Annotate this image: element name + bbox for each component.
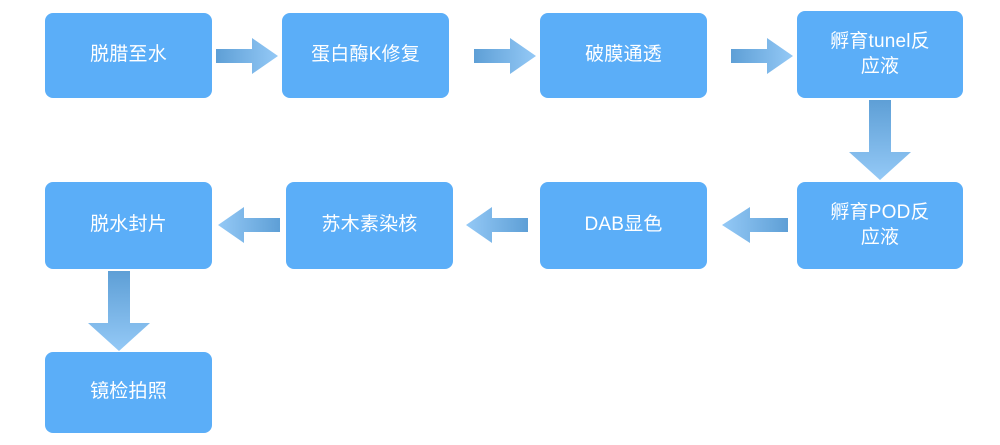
arrow-down-icon: [88, 271, 150, 351]
flow-node-label: 苏木素染核: [321, 214, 418, 236]
flow-arrow-left-1: [722, 207, 788, 243]
arrow-left-icon: [218, 207, 280, 243]
flow-arrow-right-2: [474, 38, 536, 74]
flow-node-label: 镜检拍照: [90, 381, 167, 403]
flow-arrow-down-2: [88, 271, 150, 351]
flow-node-fuyu-tunel-fanyingye[interactable]: 孵育tunel反 应液: [797, 11, 963, 98]
arrow-left-icon: [466, 207, 528, 243]
flow-node-label: 脱水封片: [90, 214, 167, 236]
flow-arrow-down-1: [849, 100, 911, 180]
flow-node-danbaimeik-xiufu[interactable]: 蛋白酶K修复: [282, 13, 449, 98]
flow-node-label: 破膜通透: [585, 44, 662, 66]
flow-node-pomo-tongtou[interactable]: 破膜通透: [540, 13, 707, 98]
flow-node-jingjian-paizhao[interactable]: 镜检拍照: [45, 352, 212, 433]
flow-node-label: 孵育tunel反 应液: [830, 31, 930, 77]
arrow-right-icon: [731, 38, 793, 74]
flow-arrow-right-1: [216, 38, 278, 74]
flow-node-label: DAB显色: [584, 214, 663, 236]
arrow-right-icon: [216, 38, 278, 74]
arrow-right-icon: [474, 38, 536, 74]
flow-arrow-left-3: [218, 207, 280, 243]
flow-node-tuoshui-fengpian[interactable]: 脱水封片: [45, 182, 212, 269]
flow-arrow-left-2: [466, 207, 528, 243]
arrow-left-icon: [722, 207, 788, 243]
flow-node-sumusu-ranhe[interactable]: 苏木素染核: [286, 182, 453, 269]
flow-node-tuolazhishui[interactable]: 脱腊至水: [45, 13, 212, 98]
flow-node-label: 脱腊至水: [90, 44, 167, 66]
flow-arrow-right-3: [731, 38, 793, 74]
flow-node-label: 蛋白酶K修复: [311, 44, 420, 66]
flow-node-fuyu-pod-fanyingye[interactable]: 孵育POD反 应液: [797, 182, 963, 269]
arrow-down-icon: [849, 100, 911, 180]
flow-node-dab-xianse[interactable]: DAB显色: [540, 182, 707, 269]
flow-node-label: 孵育POD反 应液: [830, 202, 930, 248]
